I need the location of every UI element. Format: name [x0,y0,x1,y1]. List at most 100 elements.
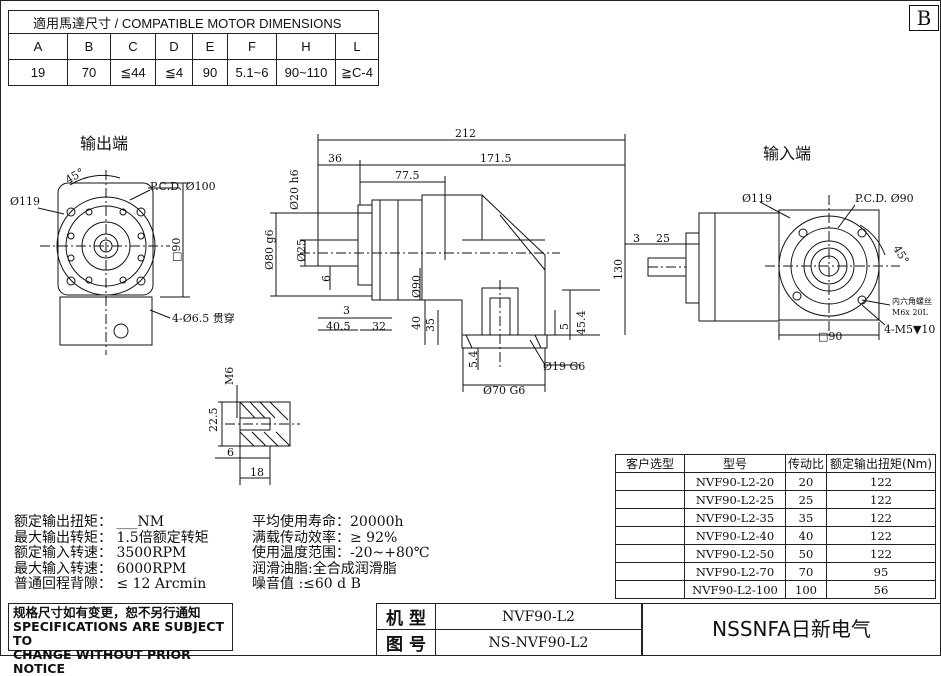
compat-value-cell: ≧C-4 [335,59,379,86]
compat-header-cell: B [67,33,111,60]
key-18: 18 [250,466,264,479]
spec-life: 平均使用寿命：20000h [252,514,404,530]
model-cell: 122 [826,508,936,527]
model-cell: 122 [826,490,936,509]
dim-40-5: 40.5 [326,320,351,333]
model-cell: 35 [785,508,827,527]
notice-line: SPECIFICATIONS ARE SUBJECT TO [13,619,224,648]
spec-list-right: 平均使用寿命：20000h 满载传动效率：≥ 92% 使用温度范围：-20~+8… [252,514,430,593]
dim-d20: Ø20 h6 [288,169,301,210]
dim-5: 5 [558,323,571,330]
model-cell [615,472,685,491]
drawing-key: 图 号 [376,629,436,656]
key-6: 6 [227,446,234,459]
model-cell: 122 [826,526,936,545]
spec-noise: 噪音值 :≤60 d B [252,576,361,592]
spec-backlash: 普通回程背隙： ≤ 12 Arcmin [14,576,207,592]
model-header-cell: 额定输出扭矩(Nm) [826,454,936,473]
input-end-label: 输入端 [763,144,812,163]
side-view [270,134,626,392]
spec-max-speed: 最大输入转速： 6000RPM [14,560,187,577]
model-cell: 100 [785,580,827,599]
spec-rated-speed: 额定输入转速： 3500RPM [14,545,187,561]
spec-temperature: 使用温度范围：-20~+80℃ [252,545,430,561]
dim-out-pcd: P.C.D. Ø100 [150,180,216,193]
model-cell: NVF90-L2-35 [684,508,786,527]
model-cell [615,508,685,527]
spec-lubricant: 润滑油脂:全合成润滑脂 [252,560,397,577]
model-cell: 40 [785,526,827,545]
dim-in-pcd: P.C.D. Ø90 [855,192,914,205]
model-cell [615,544,685,563]
model-cell: 95 [826,562,936,581]
model-cell: NVF90-L2-70 [684,562,786,581]
model-header-cell: 传动比 [785,454,827,473]
dim-in-holes: 4-M5▼10 [884,323,935,336]
model-cell: 25 [785,490,827,509]
dim-5-4: 5.4 [467,351,480,369]
dim-d25: Ø25 [295,239,308,262]
model-cell: NVF90-L2-40 [684,526,786,545]
model-cell: NVF90-L2-20 [684,472,786,491]
output-end-view [37,170,190,355]
notice-line: CHANGE WITHOUT PRIOR NOTICE [13,647,191,676]
dim-in-3: 3 [633,232,640,245]
model-cell: 50 [785,544,827,563]
model-cell [615,490,685,509]
spec-rated-torque: 额定输出扭矩： ___NM [14,514,165,530]
compat-header-cell: E [192,33,228,60]
note-hex-screw: 内六角螺丝 [892,296,932,306]
dim-in-sq90: □90 [818,330,842,343]
compat-value-cell: 19 [8,59,68,86]
dim-171-5: 171.5 [480,152,512,165]
spec-change-notice: 规格尺寸如有变更，恕不另行通知 SPECIFICATIONS ARE SUBJE… [8,603,233,676]
compat-header-cell: F [227,33,277,60]
dim-36: 36 [328,152,342,165]
model-cell: 122 [826,544,936,563]
dim-in-25: 25 [656,232,670,245]
compat-header-cell: L [335,33,379,60]
drawing-value: NS-NVF90-L2 [435,629,642,656]
model-cell: 56 [826,580,936,599]
dim-6: 6 [320,275,333,282]
dim-d90: Ø90 [410,275,423,298]
dim-77-5: 77.5 [395,169,420,182]
output-end-label: 输出端 [80,134,129,153]
model-cell: NVF90-L2-50 [684,544,786,563]
dim-35: 35 [424,318,437,332]
model-cell: NVF90-L2-25 [684,490,786,509]
technical-drawing: Ø119 45° P.C.D. Ø100 □90 4-Ø6.5 贯穿 212 3… [10,127,935,485]
compat-value-cell: 70 [67,59,111,86]
compat-value-cell: 5.1~6 [227,59,277,86]
key-22-5: 22.5 [207,408,220,433]
note-hex-size: M6x 20L [892,308,929,317]
compat-motor-table: 適用馬達尺寸 / COMPATIBLE MOTOR DIMENSIONS A B… [8,10,379,86]
sheet-letter: B [909,5,939,31]
dim-45-4: 45.4 [575,311,588,336]
model-key: 机 型 [376,603,436,630]
model-cell: 20 [785,472,827,491]
input-end-view [625,195,900,340]
spec-max-torque: 最大输出转矩： 1.5倍额定转矩 [14,529,209,546]
model-cell [615,580,685,599]
dim-40: 40 [410,316,423,330]
dim-d70g6: Ø70 G6 [483,384,525,397]
key-detail [215,385,300,485]
compat-header-cell: D [155,33,193,60]
dim-d19g6: Ø19 G6 [543,360,585,373]
dim-out-d119: Ø119 [10,195,40,208]
dim-130: 130 [612,259,625,280]
model-header-cell: 客户选型 [615,454,685,473]
company-name: NSSNFA日新电气 [642,603,940,655]
spec-efficiency: 满载传动效率：≥ 92% [252,529,398,546]
key-m6: M6 [223,367,236,385]
compat-value-cell: ≦4 [155,59,193,86]
model-cell [615,562,685,581]
